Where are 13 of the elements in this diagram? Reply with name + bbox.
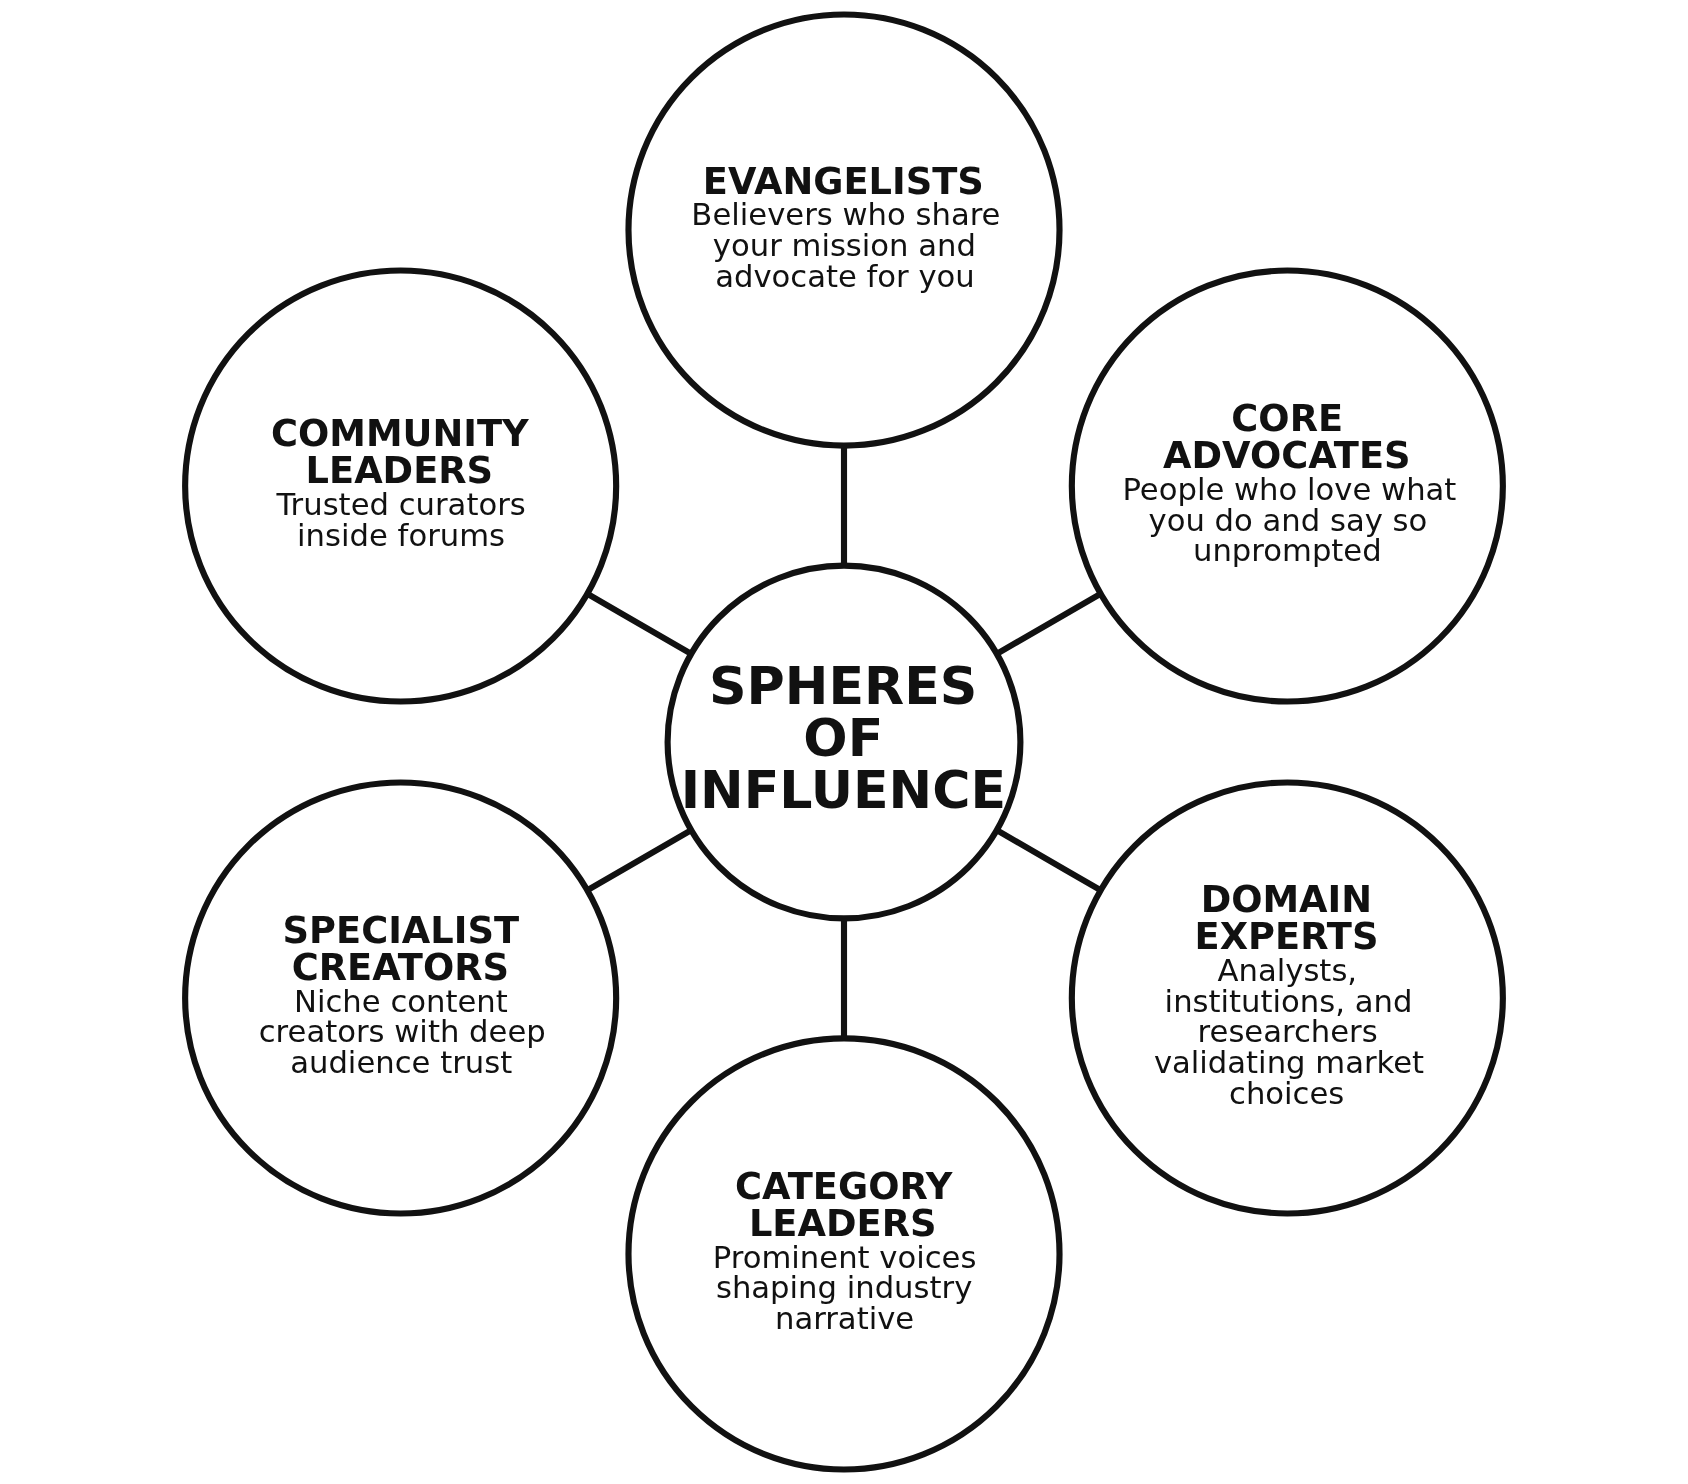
- connector: [840, 918, 848, 1039]
- connector: [840, 445, 848, 566]
- connector: [995, 827, 1103, 893]
- node-circle: SPHERES OF INFLUENCE: [664, 562, 1024, 922]
- connector: [585, 827, 693, 893]
- node-circle: CATEGORY LEADERS Prominent voices shaping industry narrative: [625, 1035, 1063, 1473]
- node-circle: COMMUNITY LEADERS Trusted curators inside forums: [182, 267, 620, 705]
- node-circle: EVANGELISTS Believers who share your mission and advocate for you: [625, 11, 1063, 449]
- node-circle: DOMAIN EXPERTS Analysts, institutions, and researchers validating market choices: [1068, 779, 1506, 1217]
- node-circle: SPECIALIST CREATORS Niche content creators with deep audience trust: [182, 779, 620, 1217]
- connector: [585, 591, 693, 657]
- node-circle: CORE ADVOCATES People who love what you do and say so unprompted: [1068, 267, 1506, 705]
- connector: [995, 591, 1103, 657]
